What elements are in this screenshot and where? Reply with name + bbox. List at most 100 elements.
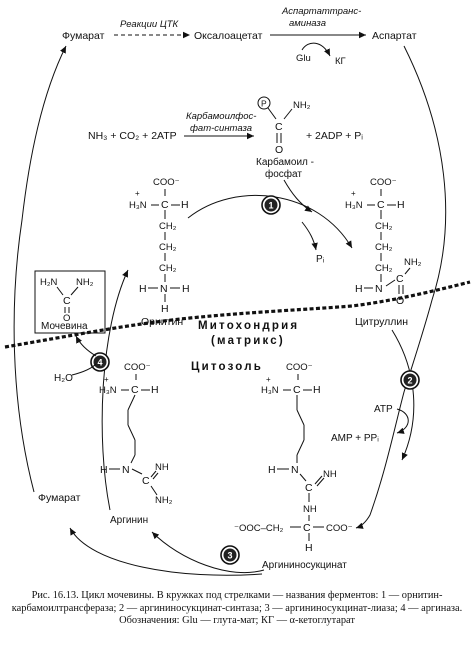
urea-structure: H₂N C NH₂ O <box>40 277 94 324</box>
svg-text:C: C <box>63 295 71 307</box>
citrulline-label: Цитруллин <box>355 316 408 328</box>
kg-label: КГ <box>335 56 346 67</box>
svg-text:O: O <box>396 295 404 307</box>
svg-text:H: H <box>182 283 190 295</box>
svg-text:H₃N: H₃N <box>345 200 363 211</box>
svg-text:C: C <box>131 384 139 396</box>
atp-amp-arrow <box>396 408 409 434</box>
svg-text:NH: NH <box>155 462 169 473</box>
enzyme-1-badge: 1 <box>261 195 281 215</box>
svg-text:H: H <box>151 384 159 396</box>
urea-label: Мочевина <box>41 321 88 332</box>
svg-text:CH₂: CH₂ <box>375 242 393 253</box>
svg-text:H: H <box>305 542 313 554</box>
mito-label-1: Митохондрия <box>198 320 299 332</box>
arginine-structure: COO⁻ + H₃N C H H N C NH NH₂ <box>99 362 173 506</box>
fumarate-release-arrow <box>69 527 263 576</box>
arginase-arrow <box>101 269 129 511</box>
carbamoyl-label-1: Карбамоил - <box>256 156 314 168</box>
svg-text:+: + <box>104 375 109 384</box>
urea-release-arrow <box>75 335 97 357</box>
svg-text:3: 3 <box>227 551 232 561</box>
citrulline-structure: COO⁻ + H₃N C H CH₂ CH₂ CH₂ H N C NH₂ O <box>345 177 422 307</box>
caption-line-2: 1 — орнитин-карбамоилтрансфераза; 2 — ар… <box>11 590 463 627</box>
atp-label: ATP <box>374 404 393 415</box>
svg-text:CH₂: CH₂ <box>159 221 177 232</box>
svg-text:+: + <box>351 189 356 198</box>
svg-text:C: C <box>305 482 313 494</box>
enzyme-2-badge: 2 <box>400 370 420 390</box>
mito-label-2: (матрикс) <box>211 335 285 347</box>
mitochondrial-membrane <box>4 280 471 349</box>
svg-text:N: N <box>375 283 383 295</box>
svg-text:COO⁻: COO⁻ <box>153 177 180 188</box>
svg-text:N: N <box>291 464 299 476</box>
svg-text:H: H <box>313 384 321 396</box>
enzyme-3-badge: 3 <box>220 545 240 565</box>
aspartate-input-arrow <box>355 45 447 529</box>
svg-text:H₂N: H₂N <box>40 277 58 288</box>
svg-text:COO⁻: COO⁻ <box>286 362 313 373</box>
svg-text:COO⁻: COO⁻ <box>370 177 397 188</box>
cp-oxygen: O <box>275 144 283 156</box>
cp-nh2: NH₂ <box>293 100 311 111</box>
phosphate-circle <box>257 96 271 110</box>
svg-text:NH₂: NH₂ <box>155 495 173 506</box>
svg-text:N: N <box>160 283 168 295</box>
svg-text:CH₂: CH₂ <box>159 263 177 274</box>
argininosuccinate-structure: COO⁻ + H₃N C H H N C NH NH ⁻OOC–CH₂ <box>234 362 353 554</box>
cps-label-1: Карбамоилфос- <box>186 111 256 122</box>
svg-text:COO⁻: COO⁻ <box>326 523 353 534</box>
svg-text:H: H <box>161 303 169 315</box>
phosphate-letter: P <box>261 99 267 109</box>
water-arrow <box>71 363 97 376</box>
cp-carbon: C <box>275 121 283 133</box>
carbamoyl-label-2: фосфат <box>265 168 302 180</box>
svg-text:1: 1 <box>268 201 273 211</box>
svg-text:NH: NH <box>303 504 317 515</box>
svg-text:+: + <box>135 189 140 198</box>
ast-enzyme-label-2: аминаза <box>289 18 326 29</box>
pi-label: Pᵢ <box>316 254 325 265</box>
svg-text:C: C <box>396 273 404 285</box>
argininosuccinate-label: Аргининосукцинат <box>262 560 347 571</box>
fumarate-top-label: Фумарат <box>62 30 105 42</box>
svg-text:C: C <box>377 199 385 211</box>
reaction-left: NH₃ + CO₂ + 2ATP <box>88 130 177 142</box>
svg-text:NH: NH <box>323 469 337 480</box>
caption-line-1: Рис. 16.13. Цикл мочевины. В кружках под… <box>31 590 379 601</box>
fumarate-return-arrow <box>13 45 67 493</box>
svg-text:H: H <box>397 199 405 211</box>
svg-text:CH₂: CH₂ <box>375 221 393 232</box>
enzyme-4-badge: 4 <box>90 352 110 372</box>
svg-text:CH₂: CH₂ <box>375 263 393 274</box>
ast-enzyme-label-1: Аспартаттранс- <box>281 6 361 17</box>
svg-text:N: N <box>122 464 130 476</box>
ornithine-structure: COO⁻ + H₃N C H CH₂ CH₂ CH₂ H N H H <box>129 177 190 315</box>
svg-text:C: C <box>293 384 301 396</box>
cytosol-label: Цитозоль <box>191 361 263 373</box>
svg-text:C: C <box>303 522 311 534</box>
cps-label-2: фат-синтаза <box>190 123 252 134</box>
carbamoyl-phosphate-structure: P C NH₂ O <box>257 96 311 156</box>
reaction-right: + 2ADP + Pᵢ <box>306 130 363 142</box>
asl-arrow <box>151 531 265 574</box>
svg-text:O: O <box>63 313 70 324</box>
arginine-label: Аргинин <box>110 515 148 526</box>
figure-caption: Рис. 16.13. Цикл мочевины. В кружках под… <box>8 590 466 628</box>
svg-text:⁻OOC–CH₂: ⁻OOC–CH₂ <box>234 523 284 534</box>
glu-label: Glu <box>296 53 311 64</box>
svg-text:NH₂: NH₂ <box>404 257 422 268</box>
cp-to-otc-arrow <box>283 179 313 213</box>
svg-text:H: H <box>139 283 147 295</box>
svg-text:+: + <box>266 375 271 384</box>
citrulline-to-as-arrow <box>391 329 415 461</box>
svg-text:H: H <box>181 199 189 211</box>
amp-label: AMP + PPᵢ <box>331 433 379 444</box>
svg-text:2: 2 <box>407 376 412 386</box>
svg-text:H₃N: H₃N <box>129 200 147 211</box>
svg-text:H: H <box>355 283 363 295</box>
urea-box <box>34 270 106 334</box>
svg-text:H₃N: H₃N <box>261 385 279 396</box>
